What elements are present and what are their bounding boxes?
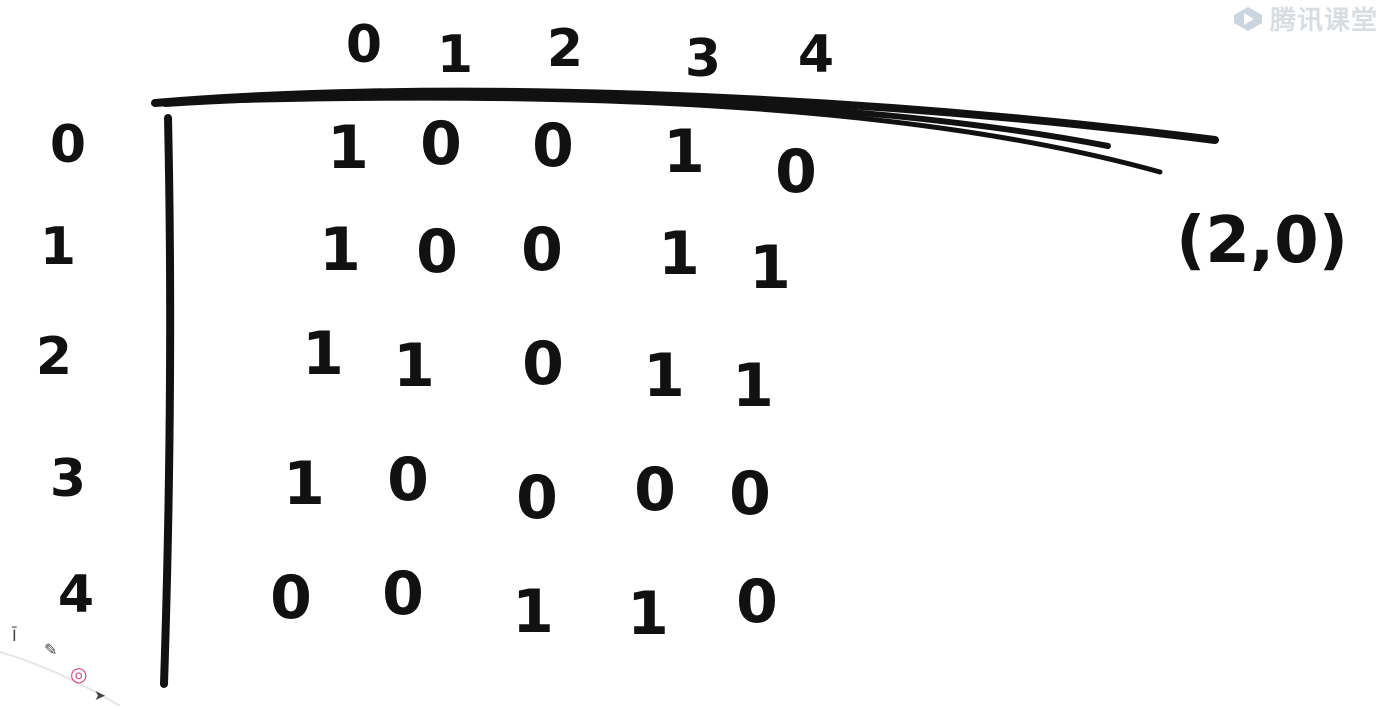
matrix-cell: 1	[327, 113, 369, 183]
matrix-cell: 1	[512, 577, 554, 647]
row-label-2: 2	[36, 327, 72, 387]
text-tool-icon[interactable]: Ī	[12, 626, 17, 645]
row-label-1: 1	[40, 217, 76, 277]
row-label-4: 4	[58, 565, 94, 625]
color-wheel-icon[interactable]: ◎	[70, 662, 88, 686]
matrix-cell: 0	[516, 463, 558, 533]
matrix-cell: 1	[283, 449, 325, 519]
matrix-cell: 0	[775, 137, 817, 207]
drawing-toolbar: Ī ✎ ◎ ➤	[0, 612, 140, 706]
row-label-0: 0	[50, 115, 86, 175]
column-label-1: 1	[437, 25, 473, 85]
matrix-cell: 0	[736, 567, 778, 637]
matrix-cell: 0	[387, 445, 429, 515]
pointer-tool-icon[interactable]: ➤	[94, 688, 106, 704]
matrix-cell: 1	[663, 117, 705, 187]
matrix-cell: 0	[729, 459, 771, 529]
toolbar-arc	[0, 651, 121, 706]
matrix-cell: 1	[643, 341, 685, 411]
pen-tool-icon[interactable]: ✎	[44, 640, 58, 659]
matrix-cell: 0	[270, 563, 312, 633]
matrix-cell: 0	[634, 455, 676, 525]
matrix-cell: 0	[532, 111, 574, 181]
left-axis-stroke	[160, 114, 175, 688]
matrix-cell: 0	[382, 559, 424, 629]
matrix-cell: 1	[627, 579, 669, 649]
column-label-0: 0	[346, 15, 382, 75]
play-logo-icon	[1233, 6, 1262, 31]
matrix-cell: 0	[522, 329, 564, 399]
matrix-cell: 0	[521, 215, 563, 285]
coordinate-annotation: (2,0)	[1176, 204, 1348, 278]
column-label-3: 3	[685, 29, 721, 89]
matrix-cell: 1	[732, 351, 774, 421]
row-labels: 0 1 2 3 4	[36, 115, 94, 625]
matrix-cell: 1	[658, 219, 700, 289]
top-axis-stroke-3	[217, 95, 1163, 175]
column-label-4: 4	[798, 25, 834, 85]
column-label-2: 2	[547, 19, 583, 79]
watermark: 腾讯课堂	[1230, 0, 1378, 37]
matrix-cell: 1	[302, 319, 344, 389]
matrix-cell: 0	[420, 109, 462, 179]
matrix-cell: 1	[319, 215, 361, 285]
matrix-cell: 0	[416, 217, 458, 287]
top-axis-stroke-1	[151, 87, 1219, 144]
matrix-cell: 1	[393, 331, 435, 401]
row-label-3: 3	[50, 449, 86, 509]
watermark-text: 腾讯课堂	[1269, 6, 1378, 36]
matrix-cell: 1	[749, 233, 791, 303]
matrix-cells: 1 0 0 1 0 1 0 0 1 1 1 1 0 1 1 1 0 0 0 0 …	[270, 109, 817, 649]
column-labels: 0 1 2 3 4	[346, 15, 834, 89]
